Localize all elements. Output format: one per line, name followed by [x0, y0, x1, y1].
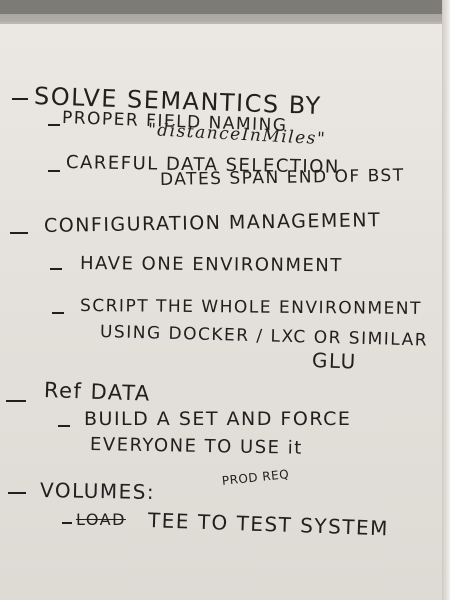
flipchart-clip-bar [0, 0, 450, 14]
bullet-dash [48, 170, 60, 172]
note-build-a-set: BUILD A SET AND FORCE [84, 408, 352, 430]
note-have-one-environment: HAVE ONE ENVIRONMENT [79, 253, 343, 277]
note-load-crossed-out: LOAD [76, 510, 126, 529]
note-everyone-to-use: EVERYONE TO USE it [89, 434, 303, 459]
paper-edge [442, 0, 450, 600]
note-script-whole-environment: SCRIPT THE WHOLE ENVIRONMENT [79, 296, 423, 319]
flipchart-paper [0, 22, 446, 600]
bullet-dash [8, 492, 26, 494]
bullet-dash [50, 268, 62, 270]
bullet-dash [6, 400, 26, 402]
bullet-dash [62, 522, 72, 524]
bullet-dash [52, 312, 64, 314]
bullet-dash [48, 124, 60, 126]
bullet-dash [10, 232, 28, 234]
note-ref-data: Ref DATA [43, 378, 152, 406]
bullet-dash [12, 98, 28, 100]
note-dates-span-bst: DATES SPAN END OF BST [159, 165, 405, 190]
note-volumes: VOLUMES: [39, 478, 156, 505]
bullet-dash [58, 425, 70, 427]
note-glu: GLU [311, 348, 358, 374]
